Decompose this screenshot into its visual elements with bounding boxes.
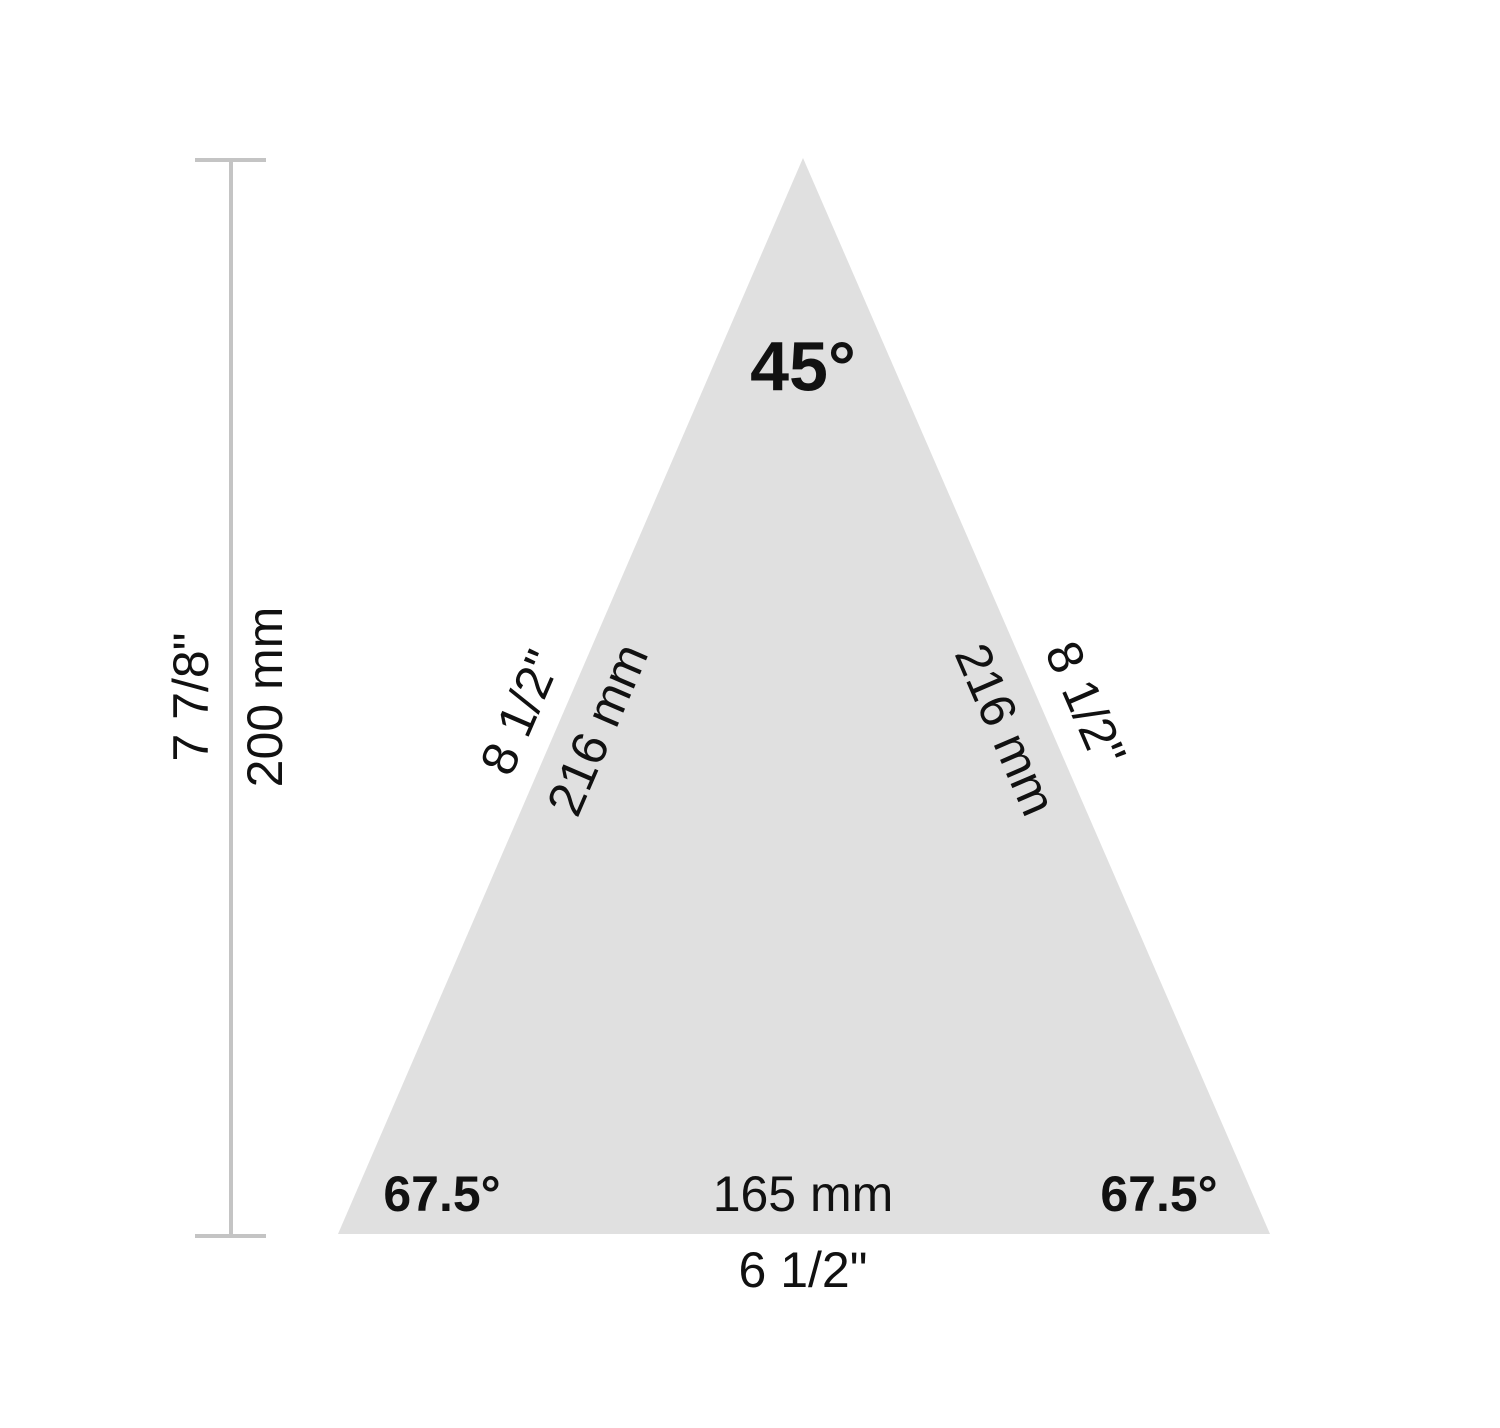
bottom-left-angle-label: 67.5° bbox=[383, 1166, 500, 1222]
height-dimension bbox=[195, 158, 266, 1238]
triangle-shape bbox=[338, 158, 1270, 1234]
base-inches-label: 6 1/2" bbox=[739, 1242, 868, 1298]
bottom-right-angle-label: 67.5° bbox=[1100, 1166, 1217, 1222]
base-mm-label: 165 mm bbox=[713, 1166, 894, 1222]
apex-angle-label: 45° bbox=[750, 327, 856, 405]
height-inches-label: 7 7/8" bbox=[163, 633, 219, 762]
height-mm-label: 200 mm bbox=[237, 607, 293, 788]
